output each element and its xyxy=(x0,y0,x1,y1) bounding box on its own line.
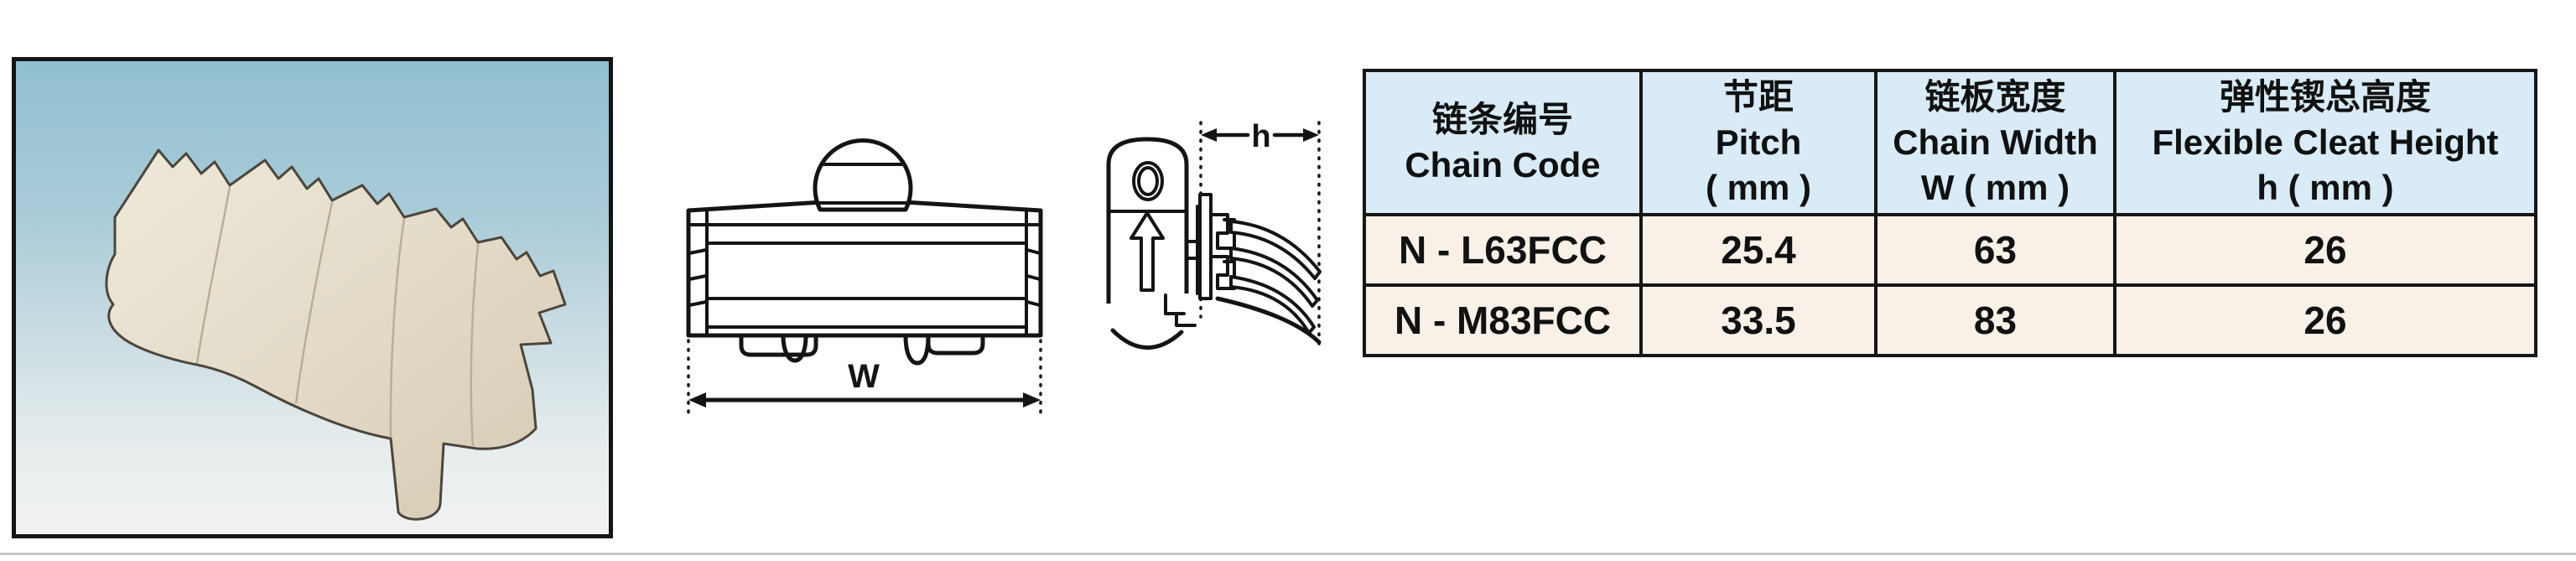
header-zh: 节距 xyxy=(1722,77,1794,117)
dimension-w-label: W xyxy=(848,358,880,395)
link-details xyxy=(1107,161,1199,327)
header-unit: ( mm ) xyxy=(1706,167,1811,207)
header-zh: 弹性锲总高度 xyxy=(2219,77,2431,117)
spec-table: 链条编号 Chain Code 节距 Pitch ( mm ) 链板宽度 Cha… xyxy=(1363,69,2537,357)
col-header-cleat-height: 弹性锲总高度 Flexible Cleat Height h ( mm ) xyxy=(2113,69,2537,216)
table-header-row: 链条编号 Chain Code 节距 Pitch ( mm ) 链板宽度 Cha… xyxy=(1363,69,2537,216)
header-en: Chain Code xyxy=(1405,145,1601,184)
table-row: N - M83FCC 33.5 83 26 xyxy=(1363,283,2537,357)
cell-cleat-height: 26 xyxy=(2113,213,2537,287)
cell-chain-code: N - L63FCC xyxy=(1363,213,1643,287)
cleat-dome xyxy=(813,138,913,212)
front-view-drawing: W xyxy=(686,138,1043,418)
cleat-dome-lines xyxy=(815,163,911,205)
chain-body-outline xyxy=(686,197,1043,338)
header-zh: 链条编号 xyxy=(1431,100,1573,140)
side-view-drawing: h xyxy=(1106,119,1322,350)
page-divider-line xyxy=(0,553,2576,555)
cell-chain-code: N - M83FCC xyxy=(1363,283,1643,357)
cell-pitch: 25.4 xyxy=(1639,213,1877,287)
cell-pitch: 33.5 xyxy=(1639,283,1877,357)
w-dimension-arrow xyxy=(688,392,1041,408)
flexible-cleat-profile xyxy=(1198,193,1322,345)
col-header-pitch: 节距 Pitch ( mm ) xyxy=(1639,69,1877,216)
product-photo-frame xyxy=(12,57,613,538)
header-unit: h ( mm ) xyxy=(2257,167,2394,207)
h-dimension-arrow xyxy=(1201,128,1319,142)
up-arrow-icon xyxy=(1130,211,1165,292)
product-plate-separation-lines xyxy=(195,186,480,448)
roller-arc xyxy=(1110,328,1184,350)
chain-feet xyxy=(739,333,985,366)
cell-cleat-height: 26 xyxy=(2113,283,2537,357)
product-photo xyxy=(105,148,567,521)
header-zh: 链板宽度 xyxy=(1924,77,2066,117)
header-en: Chain Width xyxy=(1893,122,2098,163)
table-row: N - L63FCC 25.4 63 26 xyxy=(1363,213,2537,287)
cell-chain-width: 63 xyxy=(1874,213,2116,287)
header-unit: W ( mm ) xyxy=(1920,167,2070,207)
flexible-cleat-product-shape xyxy=(105,148,567,521)
col-header-chain-code: 链条编号 Chain Code xyxy=(1363,69,1643,216)
col-header-chain-width: 链板宽度 Chain Width W ( mm ) xyxy=(1874,69,2116,216)
cell-chain-width: 83 xyxy=(1874,283,2116,357)
header-en: Flexible Cleat Height xyxy=(2152,122,2499,163)
header-en: Pitch xyxy=(1715,122,1802,163)
dimension-h-label: h xyxy=(1251,119,1270,154)
chain-body-lines xyxy=(687,210,1042,337)
w-extension-lines xyxy=(687,339,1042,418)
